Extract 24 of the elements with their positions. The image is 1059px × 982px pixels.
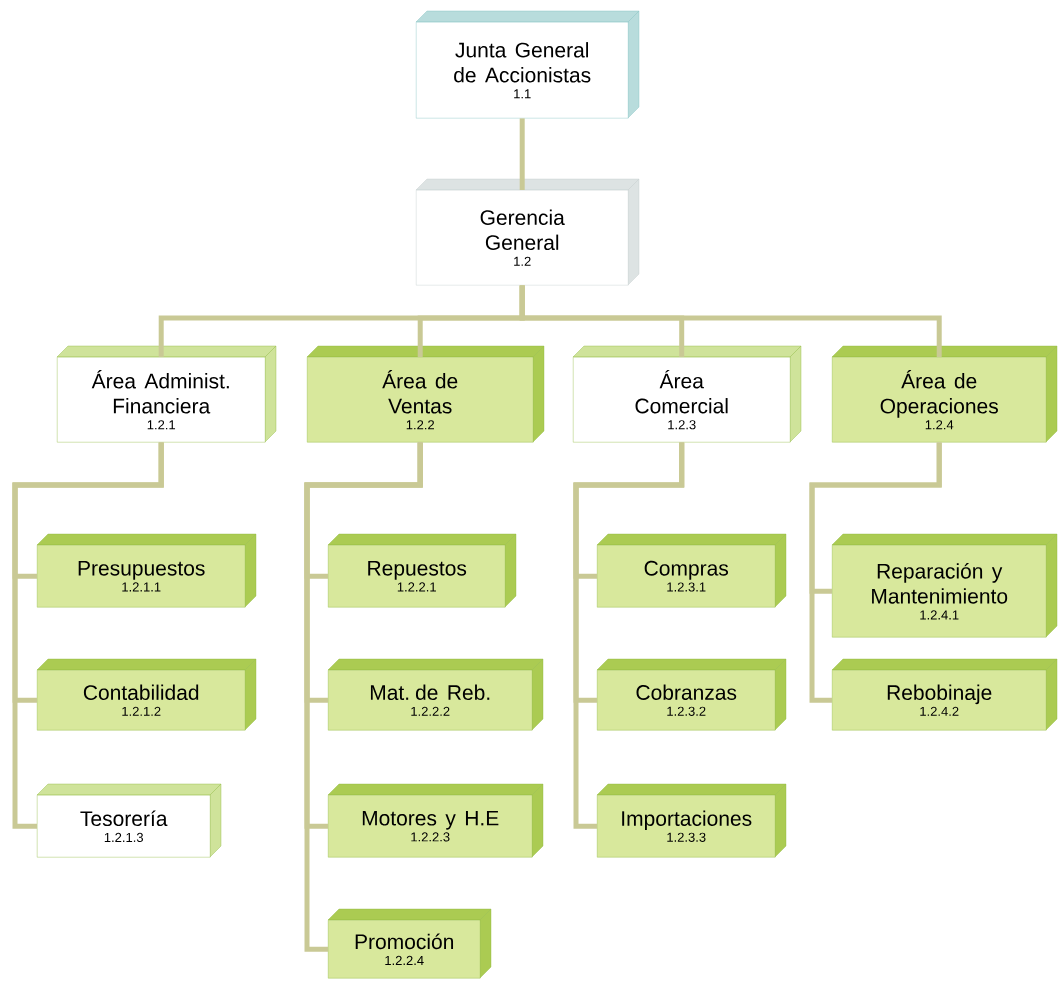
org-box: Rebobinaje 1.2.4.2 [831, 658, 1058, 731]
org-box: Contabilidad 1.2.1.2 [36, 658, 257, 731]
org-box: Área de Ventas 1.2.2 [306, 345, 545, 443]
org-box: Mat. de Reb. 1.2.2.2 [327, 658, 544, 731]
org-box: Junta General de Accionistas 1.1 [415, 10, 640, 119]
org-box: Presupuestos 1.2.1.1 [36, 533, 257, 608]
org-box: Importaciones 1.2.3.3 [596, 783, 787, 858]
org-box: Compras 1.2.3.1 [596, 533, 787, 608]
org-box: Repuestos 1.2.2.1 [327, 533, 517, 608]
org-box: Tesorería 1.2.1.3 [36, 783, 222, 858]
org-box: Área Administ. Financiera 1.2.1 [56, 345, 277, 443]
connector-line [304, 442, 423, 952]
connector-line [519, 118, 525, 190]
org-box: Promoción 1.2.2.4 [327, 908, 492, 979]
org-box: Área Comercial 1.2.3 [572, 345, 802, 443]
connector-line [519, 285, 942, 357]
org-box: Reparación y Mantenimiento 1.2.4.1 [831, 533, 1058, 638]
org-box: Motores y H.E 1.2.2.3 [327, 783, 544, 858]
connector-line [12, 442, 164, 829]
org-box: Área de Operaciones 1.2.4 [831, 345, 1058, 443]
connector-line [809, 442, 942, 703]
org-box: Cobranzas 1.2.3.2 [596, 658, 787, 731]
org-box: Gerencia General 1.2 [415, 178, 640, 286]
connector-line [573, 442, 685, 829]
